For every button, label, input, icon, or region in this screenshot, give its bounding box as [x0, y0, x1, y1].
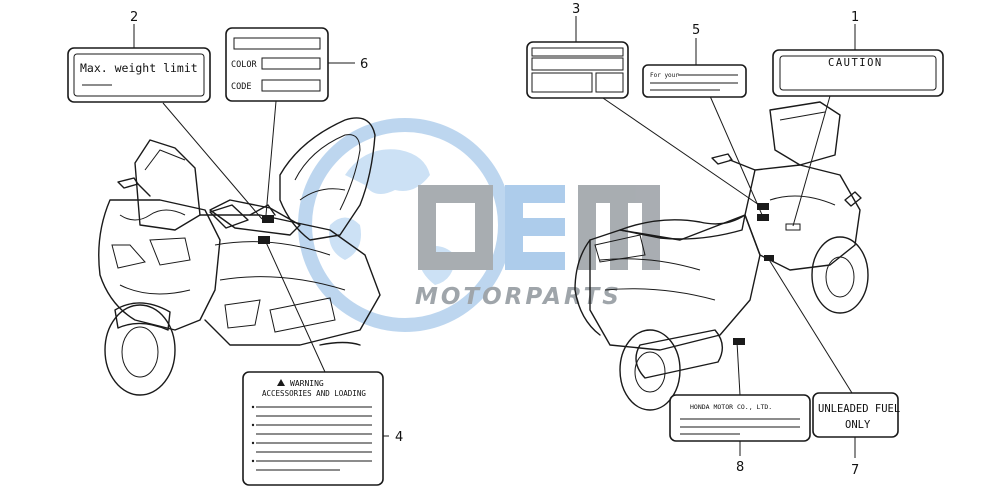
- callout-6: 6: [360, 57, 368, 72]
- unleaded-fuel-label: UNLEADED FUEL ONLY: [812, 392, 900, 438]
- warning-title: WARNING: [290, 379, 324, 388]
- fuel-label-line1: UNLEADED FUEL: [818, 403, 900, 415]
- callout-5: 5: [692, 23, 700, 38]
- watermark-letter-o: [418, 185, 493, 270]
- label-position-mark: [258, 236, 270, 244]
- warning-accessories-label: WARNING ACCESSORIES AND LOADING: [242, 371, 384, 486]
- label-position-mark: [757, 203, 769, 210]
- label-position-mark: [757, 214, 769, 221]
- color-field-label: COLOR: [231, 60, 257, 70]
- watermark: MOTORPARTS: [298, 118, 660, 332]
- watermark-letter-e: [505, 185, 565, 270]
- color-code-label: COLOR CODE: [225, 27, 329, 102]
- watermark-letter-m: [578, 185, 660, 270]
- callout-8: 8: [736, 460, 744, 475]
- callout-1: 1: [851, 10, 859, 25]
- manufacturer-label: HONDA MOTOR CO., LTD.: [669, 394, 811, 442]
- warning-subtitle: ACCESSORIES AND LOADING: [262, 389, 366, 398]
- for-your-label-text: For your: [650, 72, 679, 79]
- caution-label-text: CAUTION: [828, 57, 883, 69]
- code-field-label: CODE: [231, 82, 251, 92]
- label-position-mark: [733, 338, 745, 345]
- manufacturer-label-text: HONDA MOTOR CO., LTD.: [690, 403, 772, 411]
- blank-grid-label: [526, 41, 629, 99]
- watermark-tagline: MOTORPARTS: [415, 284, 622, 310]
- callout-7: 7: [851, 463, 859, 478]
- max-weight-label-text: Max. weight limit: [80, 61, 198, 75]
- left-scooter-illustration: [98, 117, 381, 396]
- callout-numbers: 1 2 3 4 5 6 7 8: [130, 2, 859, 478]
- warning-triangle-icon: [277, 379, 285, 386]
- label-position-mark: [764, 255, 774, 261]
- callout-2: 2: [130, 10, 138, 25]
- label-position-mark: [785, 223, 801, 231]
- for-your-label: For your: [642, 64, 747, 98]
- caution-label: CAUTION: [772, 49, 944, 97]
- max-weight-label: Max. weight limit: [67, 47, 211, 103]
- fuel-label-line2: ONLY: [845, 419, 871, 431]
- callout-4: 4: [395, 430, 403, 445]
- callout-3: 3: [572, 2, 580, 17]
- right-scooter-illustration: [574, 101, 869, 411]
- label-position-mark: [262, 215, 274, 223]
- leader-lines: [133, 16, 856, 458]
